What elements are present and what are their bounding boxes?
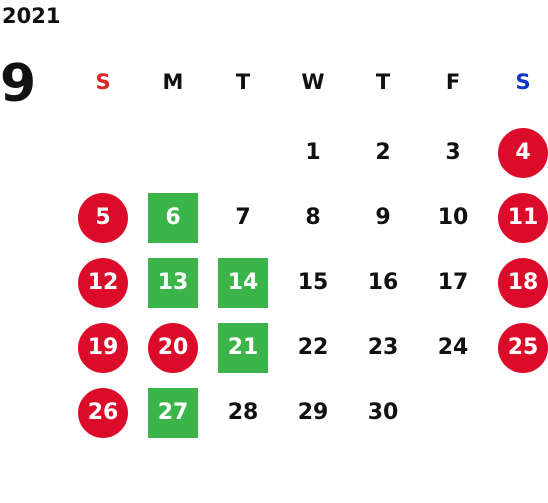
- day-cell[interactable]: 28: [208, 380, 278, 445]
- day-number: 6: [165, 205, 181, 230]
- day-number: 12: [87, 270, 119, 295]
- day-number: 26: [87, 400, 119, 425]
- day-cell[interactable]: 6: [138, 185, 208, 250]
- weekday-header-0: S: [95, 70, 111, 94]
- holiday-marker: 26: [78, 387, 128, 438]
- highlight-marker: 13: [148, 257, 198, 308]
- day-number: 16: [367, 270, 399, 295]
- day-number: 22: [297, 335, 329, 360]
- weekday-header-4: T: [375, 70, 391, 94]
- day-number: 5: [95, 205, 111, 230]
- day-cell[interactable]: 30: [348, 380, 418, 445]
- day-number: 18: [507, 270, 539, 295]
- holiday-marker: 5: [78, 192, 128, 243]
- highlight-marker: 14: [218, 257, 268, 308]
- day-cell[interactable]: 18: [488, 250, 548, 315]
- day-cell[interactable]: 24: [418, 315, 488, 380]
- holiday-marker: 25: [498, 322, 548, 373]
- day-cell[interactable]: 22: [278, 315, 348, 380]
- year-label: 2021: [2, 4, 61, 28]
- highlight-marker: 21: [218, 322, 268, 373]
- day-cell[interactable]: 2: [348, 120, 418, 185]
- day-number: 17: [437, 270, 469, 295]
- day-number: 4: [515, 140, 531, 165]
- day-number: 28: [227, 400, 259, 425]
- holiday-marker: 20: [148, 322, 198, 373]
- day-cell[interactable]: 27: [138, 380, 208, 445]
- day-cell[interactable]: 3: [418, 120, 488, 185]
- weekday-header-5: F: [445, 70, 461, 94]
- day-number: 30: [367, 400, 399, 425]
- day-cell[interactable]: 20: [138, 315, 208, 380]
- day-number: 1: [305, 140, 321, 165]
- day-cell[interactable]: 5: [68, 185, 138, 250]
- day-cell[interactable]: 10: [418, 185, 488, 250]
- day-number: 25: [507, 335, 539, 360]
- weekday-header-6: S: [515, 70, 531, 94]
- day-number: 20: [157, 335, 189, 360]
- day-cell[interactable]: 17: [418, 250, 488, 315]
- day-cell[interactable]: 23: [348, 315, 418, 380]
- day-number: 24: [437, 335, 469, 360]
- day-number: 3: [445, 140, 461, 165]
- day-number: 23: [367, 335, 399, 360]
- day-cell[interactable]: 8: [278, 185, 348, 250]
- day-number: 9: [375, 205, 391, 230]
- weekday-header-2: T: [235, 70, 251, 94]
- highlight-marker: 27: [148, 387, 198, 438]
- day-cell[interactable]: 26: [68, 380, 138, 445]
- day-number: 7: [235, 205, 251, 230]
- weekday-header-3: W: [301, 70, 325, 94]
- day-number: 8: [305, 205, 321, 230]
- holiday-marker: 19: [78, 322, 128, 373]
- holiday-marker: 18: [498, 257, 548, 308]
- day-number: 19: [87, 335, 119, 360]
- day-cell[interactable]: 4: [488, 120, 548, 185]
- day-cell[interactable]: 16: [348, 250, 418, 315]
- day-number: 29: [297, 400, 329, 425]
- day-cell[interactable]: 1: [278, 120, 348, 185]
- day-cell[interactable]: 9: [348, 185, 418, 250]
- day-cell[interactable]: 13: [138, 250, 208, 315]
- month-number: 9: [0, 54, 37, 114]
- day-cell[interactable]: 25: [488, 315, 548, 380]
- day-cell[interactable]: 14: [208, 250, 278, 315]
- day-number: 2: [375, 140, 391, 165]
- day-number: 13: [157, 270, 189, 295]
- weekday-header-1: M: [162, 70, 184, 94]
- day-number: 15: [297, 270, 329, 295]
- day-cell[interactable]: 12: [68, 250, 138, 315]
- holiday-marker: 4: [498, 127, 548, 178]
- day-number: 21: [227, 335, 259, 360]
- day-number: 11: [507, 205, 539, 230]
- day-cell[interactable]: 19: [68, 315, 138, 380]
- day-cell[interactable]: 15: [278, 250, 348, 315]
- holiday-marker: 12: [78, 257, 128, 308]
- day-cell[interactable]: 29: [278, 380, 348, 445]
- day-cell[interactable]: 21: [208, 315, 278, 380]
- day-number: 14: [227, 270, 259, 295]
- day-number: 27: [157, 400, 189, 425]
- day-cell[interactable]: 7: [208, 185, 278, 250]
- holiday-marker: 11: [498, 192, 548, 243]
- day-number: 10: [437, 205, 469, 230]
- day-cell[interactable]: 11: [488, 185, 548, 250]
- highlight-marker: 6: [148, 192, 198, 243]
